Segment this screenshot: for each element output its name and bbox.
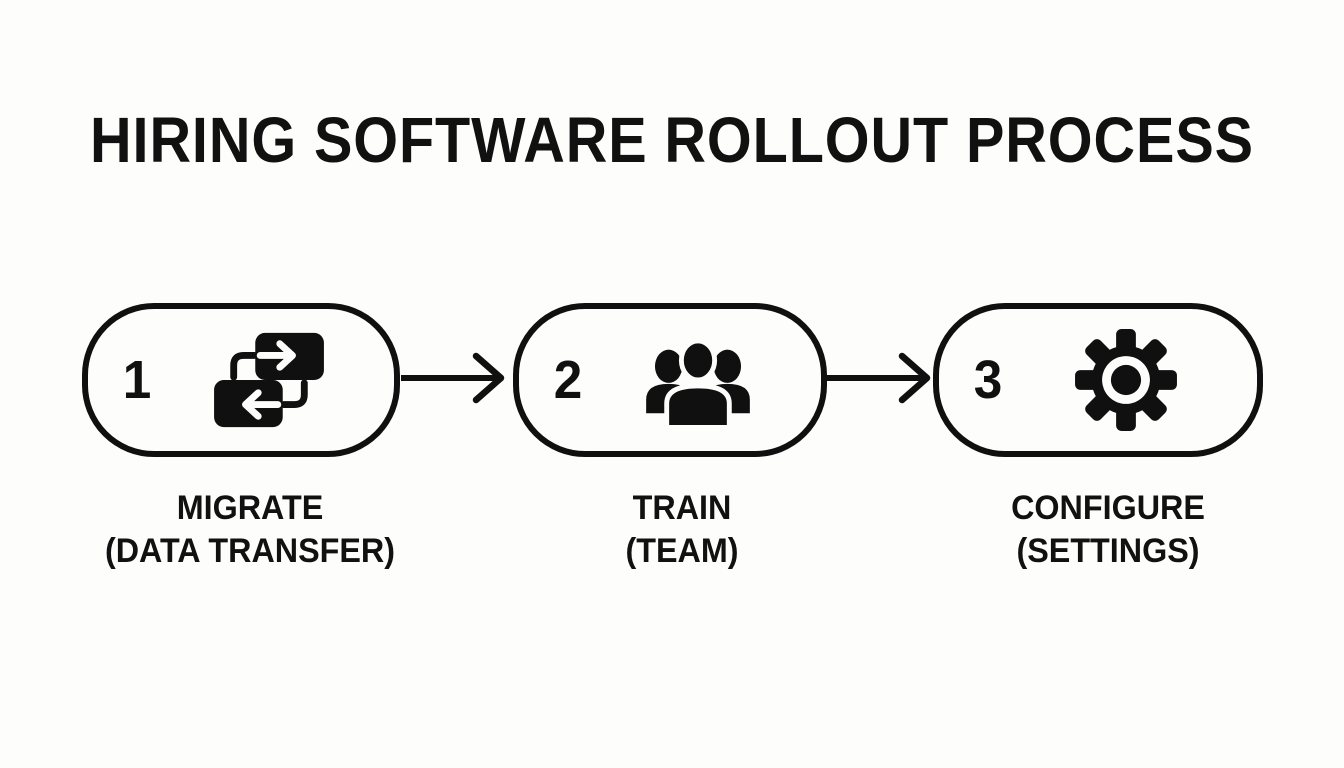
step-label-main: TRAIN bbox=[632, 489, 732, 527]
step-label-main: MIGRATE bbox=[176, 489, 324, 527]
arrow-right-icon bbox=[400, 350, 512, 406]
arrow-right-icon bbox=[826, 350, 938, 406]
step-pill-train: 2 bbox=[513, 303, 827, 457]
step-label-sub: (DATA TRANSFER) bbox=[104, 532, 396, 570]
team-icon bbox=[591, 335, 821, 425]
page-title: HIRING SOFTWARE ROLLOUT PROCESS bbox=[90, 104, 1254, 176]
gear-icon bbox=[1011, 328, 1257, 432]
step-label-configure: CONFIGURE (SETTINGS) bbox=[918, 487, 1298, 573]
step-label-train: TRAIN (TEAM) bbox=[492, 487, 872, 573]
step-number: 1 bbox=[122, 350, 152, 410]
step-label-sub: (TEAM) bbox=[625, 532, 739, 570]
step-pill-configure: 3 bbox=[933, 303, 1263, 457]
step-number: 2 bbox=[553, 350, 583, 410]
step-label-main: CONFIGURE bbox=[1011, 489, 1205, 527]
step-label-migrate: MIGRATE (DATA TRANSFER) bbox=[60, 487, 440, 573]
step-label-sub: (SETTINGS) bbox=[1016, 532, 1200, 570]
step-number: 3 bbox=[973, 350, 1003, 410]
step-pill-migrate: 1 bbox=[82, 303, 400, 457]
data-transfer-icon bbox=[160, 329, 394, 431]
